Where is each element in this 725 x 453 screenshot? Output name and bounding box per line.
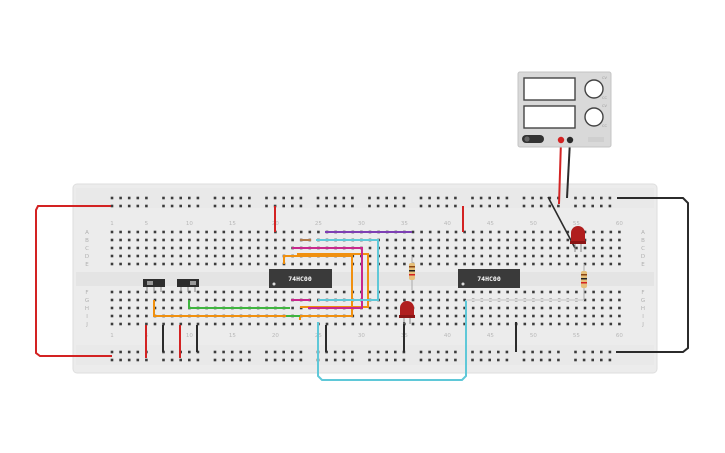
column-number: 45 <box>487 221 494 227</box>
column-number: 35 <box>401 221 408 227</box>
row-letter: B <box>641 238 645 244</box>
power-supply[interactable]: CV CC CV CC <box>517 71 612 148</box>
wire-black-power-lead[interactable] <box>566 140 571 199</box>
column-number: 15 <box>229 221 236 227</box>
slide-switch-1[interactable] <box>143 279 165 292</box>
column-number: 40 <box>444 221 451 227</box>
row-letter: H <box>85 306 89 312</box>
wire-green-1[interactable] <box>188 300 290 309</box>
knob-label-cc-2: CC <box>602 124 607 128</box>
column-number: 1 <box>110 333 114 339</box>
column-number: 10 <box>186 333 193 339</box>
power-supply-display-top <box>523 77 576 101</box>
resistor-1[interactable] <box>409 256 415 290</box>
row-letter: C <box>85 246 89 252</box>
wire-orange-1[interactable] <box>153 300 301 320</box>
column-number: 1 <box>110 221 114 227</box>
column-number: 30 <box>358 333 365 339</box>
column-number: 45 <box>487 333 494 339</box>
power-supply-knob-bottom[interactable] <box>584 107 604 127</box>
chip-74hc00-left[interactable]: 74HC00 <box>269 269 332 288</box>
wire-orange-2[interactable] <box>283 255 353 317</box>
row-letter: J <box>641 322 644 328</box>
wire-magenta-1[interactable] <box>292 247 363 309</box>
wire-cyan-1[interactable] <box>316 239 379 301</box>
row-letter: I <box>642 314 644 320</box>
led-red-1[interactable] <box>399 301 415 324</box>
column-number: 60 <box>616 221 623 227</box>
column-number: 60 <box>616 333 623 339</box>
knob-label-cc-1: CC <box>602 96 607 100</box>
row-letter: D <box>641 254 645 260</box>
chip-label: 74HC00 <box>477 275 501 283</box>
row-letter: I <box>86 314 88 320</box>
chip-label: 74HC00 <box>288 275 312 283</box>
power-supply-terminal-positive[interactable] <box>557 136 565 144</box>
column-number: 50 <box>530 221 537 227</box>
power-supply-knob-top[interactable] <box>584 79 604 99</box>
column-number: 20 <box>272 333 279 339</box>
knob-label-cv-1: CV <box>602 76 607 80</box>
row-letter: G <box>641 298 645 304</box>
wire-red-power-lead[interactable] <box>558 140 562 205</box>
wire-cyan-2[interactable] <box>317 300 467 381</box>
row-letter: C <box>641 246 645 252</box>
column-number: 55 <box>573 221 580 227</box>
wire-red-left-loop[interactable] <box>35 205 112 357</box>
column-number: 50 <box>530 333 537 339</box>
row-letter: E <box>641 262 645 268</box>
breadboard-top-rail <box>76 188 654 208</box>
breadboard-bottom-rail <box>76 345 654 365</box>
slide-switch-2[interactable] <box>177 279 199 292</box>
row-letter: B <box>85 238 89 244</box>
knob-label-cv-2: CV <box>602 104 607 108</box>
row-letter: F <box>85 290 88 296</box>
chip-74hc00-right[interactable]: 74HC00 <box>458 269 520 288</box>
wire-black-right-loop[interactable] <box>616 197 689 353</box>
row-letter: H <box>641 306 645 312</box>
row-letter: A <box>85 230 89 236</box>
row-letter: G <box>85 298 89 304</box>
row-letter: J <box>85 322 88 328</box>
power-supply-display-bottom <box>523 105 576 129</box>
wire-black-led-lead[interactable] <box>547 196 576 249</box>
row-letter: A <box>641 230 645 236</box>
power-supply-terminal-negative[interactable] <box>566 136 574 144</box>
column-number: 30 <box>358 221 365 227</box>
row-letter: F <box>641 290 644 296</box>
row-letter: D <box>85 254 89 260</box>
column-number: 25 <box>315 221 322 227</box>
column-number: 10 <box>186 221 193 227</box>
column-number: 5 <box>145 221 149 227</box>
column-number: 40 <box>444 333 451 339</box>
resistor-2[interactable] <box>581 264 587 300</box>
row-letter: E <box>85 262 89 268</box>
column-number: 55 <box>573 333 580 339</box>
column-number: 15 <box>229 333 236 339</box>
led-red-2[interactable] <box>570 226 586 252</box>
